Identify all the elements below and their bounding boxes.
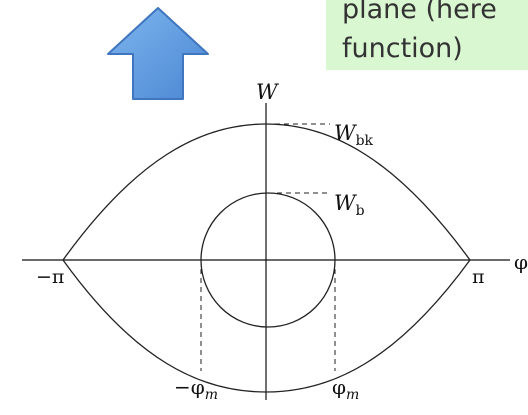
separatrix-curve xyxy=(62,123,471,393)
bucket-label: Wb xyxy=(334,191,365,219)
separatrix-label: Wbk xyxy=(334,121,374,149)
up-arrow-icon xyxy=(107,7,209,100)
neg-phi-label-main: −φ xyxy=(174,375,205,399)
separatrix-label-main: W xyxy=(334,121,358,145)
neg-phi-label-sub: m xyxy=(205,387,218,403)
pos-phi-label-sub: m xyxy=(346,387,359,403)
bucket-label-main: W xyxy=(334,191,358,215)
note-line-1: plane (here xyxy=(342,0,497,25)
bucket-label-sub: b xyxy=(356,203,365,219)
separatrix-label-sub: bk xyxy=(356,133,374,149)
horizontal-axis-label: φ xyxy=(514,250,528,274)
pos-phi-label-main: φ xyxy=(332,375,346,399)
neg-phi-label: −φm xyxy=(174,375,218,403)
note-line-2: function) xyxy=(342,33,463,64)
phase-space-diagram: W Wbk Wb −π π φ −φm φm xyxy=(22,80,528,403)
explanation-note: plane (here function) xyxy=(326,0,528,70)
pos-phi-label: φm xyxy=(332,375,359,403)
vertical-axis-label: W xyxy=(256,80,280,104)
left-crossing-label: −π xyxy=(36,266,64,288)
right-crossing-label: π xyxy=(472,266,485,288)
